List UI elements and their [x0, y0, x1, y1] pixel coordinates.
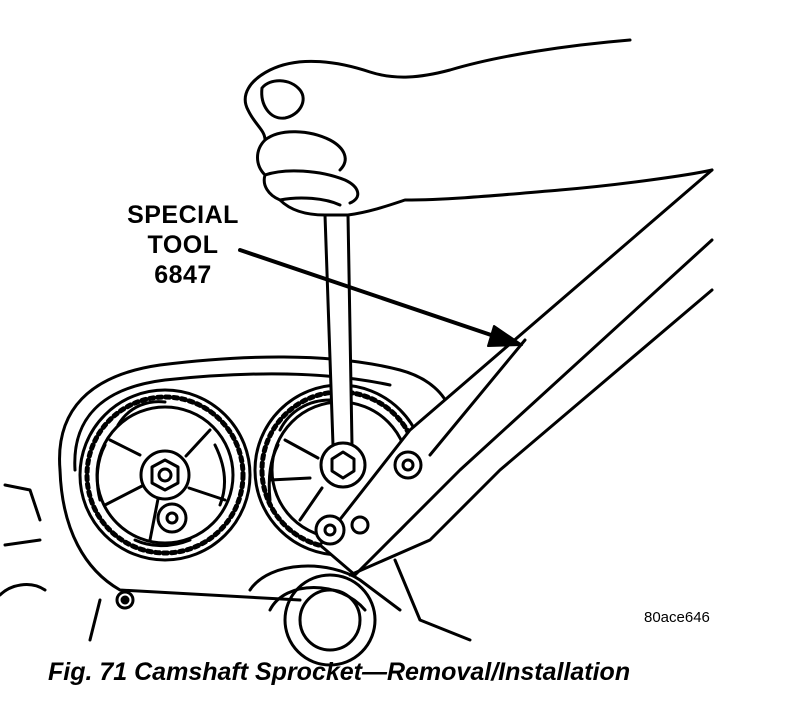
holding-tool-illustration: [314, 168, 714, 577]
wrench-illustration: [319, 213, 367, 489]
special-tool-label-line3: 6847: [154, 261, 212, 289]
figure-caption: Fig. 71 Camshaft Sprocket—Removal/Instal…: [48, 658, 631, 686]
special-tool-label-line2: TOOL: [147, 231, 219, 259]
special-tool-label: SPECIAL TOOL 6847: [118, 200, 248, 290]
reference-code: 80ace646: [644, 609, 710, 626]
left-camshaft-sprocket-illustration: [78, 388, 252, 562]
hand-illustration: [243, 38, 714, 217]
special-tool-label-line1: SPECIAL: [127, 201, 239, 229]
pointer-arrow: [238, 248, 523, 347]
engine-cover-illustration: [0, 355, 472, 642]
tensioner-pulley-illustration: [283, 573, 377, 667]
